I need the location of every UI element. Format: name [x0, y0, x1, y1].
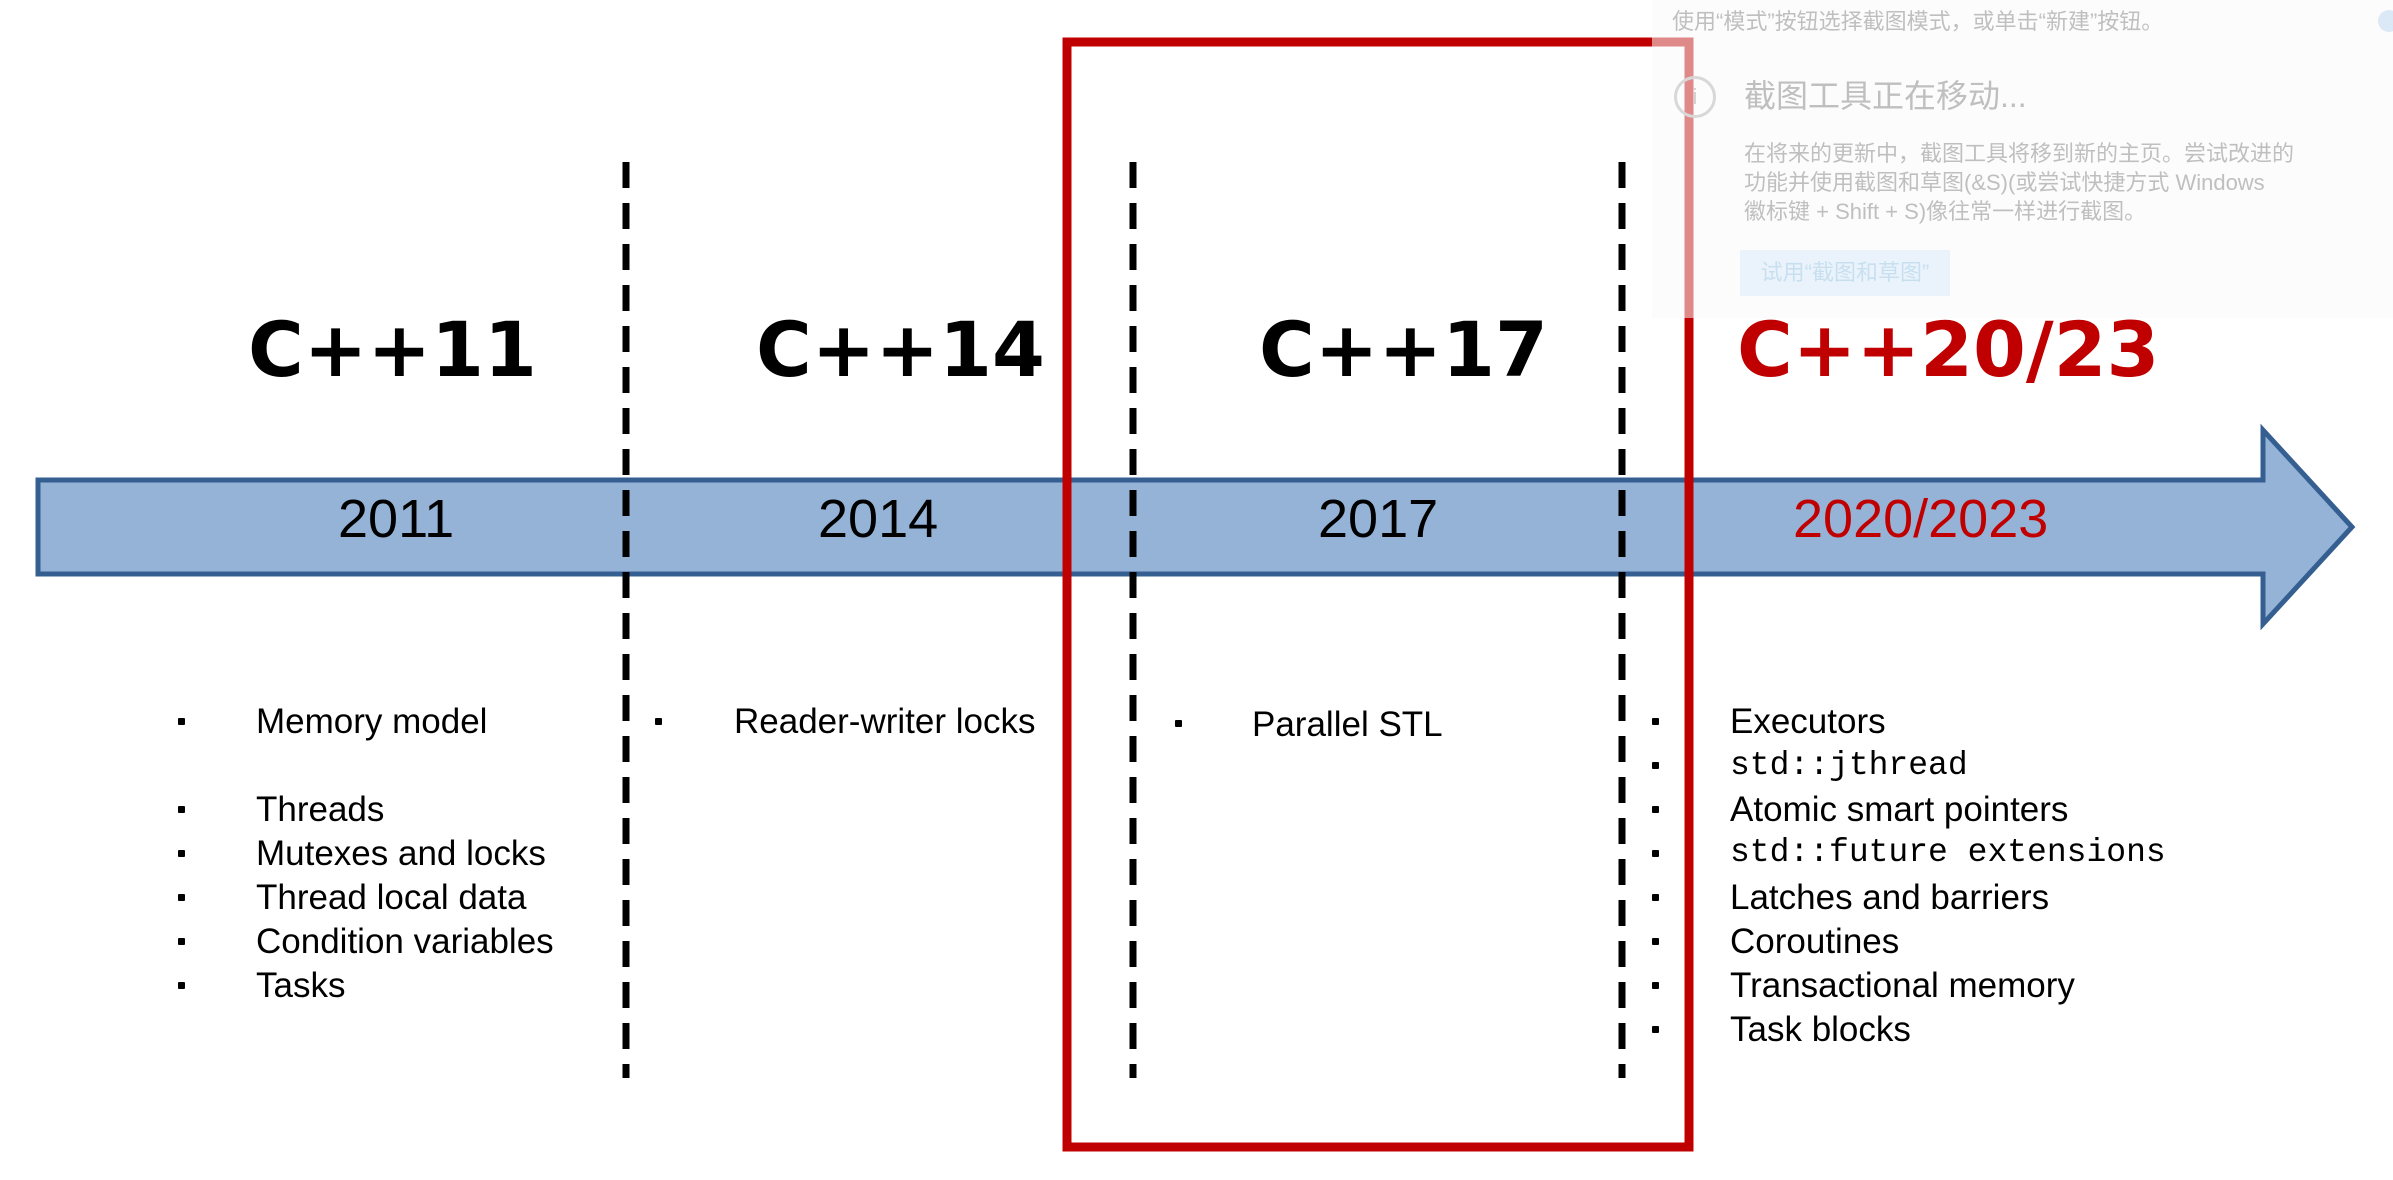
close-icon[interactable]	[2378, 10, 2393, 32]
bullet	[1652, 894, 1659, 901]
feature-item: Executors	[1730, 702, 1886, 741]
year-2011: 2011	[338, 489, 455, 549]
title-cpp20-23: C++20/23	[1737, 305, 2160, 394]
feature-item: Mutexes and locks	[256, 834, 546, 873]
notification-body-line: 在将来的更新中，截图工具将移到新的主页。尝试改进的	[1744, 141, 2295, 166]
title-cpp14: C++14	[756, 305, 1045, 394]
snipping-tool-notification: 使用“模式”按钮选择截图模式，或单击“新建”按钮。 i 截图工具正在移动... …	[1652, 0, 2393, 318]
feature-item: Latches and barriers	[1730, 878, 2050, 917]
year-2017: 2017	[1318, 489, 1439, 549]
title-cpp11: C++11	[248, 305, 537, 394]
feature-item: Tasks	[256, 966, 346, 1005]
feature-item: Threads	[256, 790, 385, 829]
feature-item: Task blocks	[1730, 1010, 1911, 1049]
feature-item: std::future extensions	[1730, 834, 2166, 871]
notification-instruction: 使用“模式”按钮选择截图模式，或单击“新建”按钮。	[1672, 9, 2164, 34]
feature-item: Condition variables	[256, 922, 554, 961]
notification-body-line: 功能并使用截图和草图(&S)(或尝试快捷方式 Windows	[1744, 170, 2265, 195]
try-snip-and-sketch-button[interactable]: 试用“截图和草图”	[1740, 250, 1950, 296]
feature-item: Coroutines	[1730, 922, 1900, 961]
feature-item: Transactional memory	[1730, 966, 2075, 1005]
feature-item: Atomic smart pointers	[1730, 790, 2069, 829]
bullet	[178, 850, 185, 857]
bullet	[1652, 850, 1659, 857]
highlight-box	[1062, 37, 1694, 1152]
info-icon: i	[1674, 76, 1716, 118]
feature-item: std::jthread	[1730, 747, 1968, 784]
feature-item: Memory model	[256, 702, 488, 741]
bullet	[178, 982, 185, 989]
bullet	[178, 806, 185, 813]
feature-item: Reader-writer locks	[734, 702, 1036, 741]
timeline-arrow	[35, 423, 2356, 631]
bullet	[1652, 982, 1659, 989]
bullet	[1652, 1026, 1659, 1033]
bullet	[1652, 762, 1659, 769]
bullet	[655, 718, 662, 725]
year-2014: 2014	[818, 489, 939, 549]
bullet	[178, 718, 185, 725]
bullet	[1652, 718, 1659, 725]
bullet	[1175, 720, 1182, 727]
notification-title: 截图工具正在移动...	[1744, 78, 2027, 114]
title-cpp17: C++17	[1259, 305, 1548, 394]
feature-item: Thread local data	[256, 878, 527, 917]
bullet	[1652, 938, 1659, 945]
year-2020-2023: 2020/2023	[1793, 489, 2049, 549]
bullet	[1652, 806, 1659, 813]
bullet	[178, 894, 185, 901]
feature-item: Parallel STL	[1252, 705, 1443, 744]
bullet	[178, 938, 185, 945]
notification-body-line: 徽标键 + Shift + S)像往常一样进行截图。	[1744, 199, 2147, 224]
